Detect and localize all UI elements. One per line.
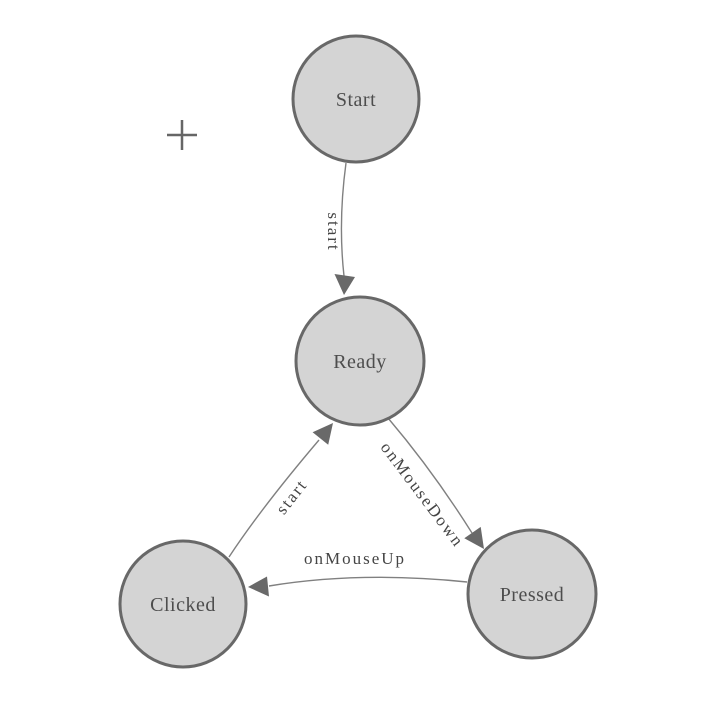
node-pressed[interactable]: Pressed bbox=[466, 528, 598, 660]
node-clicked-circle[interactable] bbox=[118, 539, 248, 669]
edge-ready-to-pressed[interactable]: onMouseDown bbox=[377, 417, 484, 551]
node-pressed-circle[interactable] bbox=[466, 528, 598, 660]
node-start-label: Start bbox=[336, 89, 376, 111]
arrowhead-icon bbox=[464, 526, 484, 549]
node-clicked-label: Clicked bbox=[150, 594, 216, 616]
edge-line-clicked-to-ready[interactable] bbox=[228, 439, 320, 558]
edge-line-start-to-ready[interactable] bbox=[340, 162, 347, 277]
edge-clicked-to-ready[interactable]: start bbox=[228, 423, 333, 558]
edge-line-ready-to-pressed[interactable] bbox=[387, 417, 473, 534]
node-ready[interactable]: Ready bbox=[294, 295, 426, 427]
arrowhead-icon bbox=[334, 274, 355, 295]
edge-pressed-to-clicked[interactable]: onMouseUp bbox=[248, 549, 468, 597]
node-pressed-label: Pressed bbox=[500, 584, 565, 606]
node-start-circle[interactable] bbox=[291, 34, 421, 164]
edge-label-clicked-to-ready: start bbox=[272, 475, 311, 518]
edge-line-pressed-to-clicked[interactable] bbox=[268, 576, 468, 587]
edge-label-start-to-ready: start bbox=[324, 212, 343, 251]
node-ready-label: Ready bbox=[333, 351, 387, 373]
node-start[interactable]: Start bbox=[291, 34, 421, 164]
edge-label-ready-to-pressed: onMouseDown bbox=[377, 438, 469, 551]
arrowhead-icon bbox=[312, 423, 333, 445]
plus-icon[interactable] bbox=[167, 120, 197, 150]
node-clicked[interactable]: Clicked bbox=[118, 539, 248, 669]
node-ready-circle[interactable] bbox=[294, 295, 426, 427]
edge-start-to-ready[interactable]: start bbox=[324, 162, 355, 295]
edge-label-pressed-to-clicked: onMouseUp bbox=[304, 549, 406, 568]
arrowhead-icon bbox=[248, 576, 269, 597]
